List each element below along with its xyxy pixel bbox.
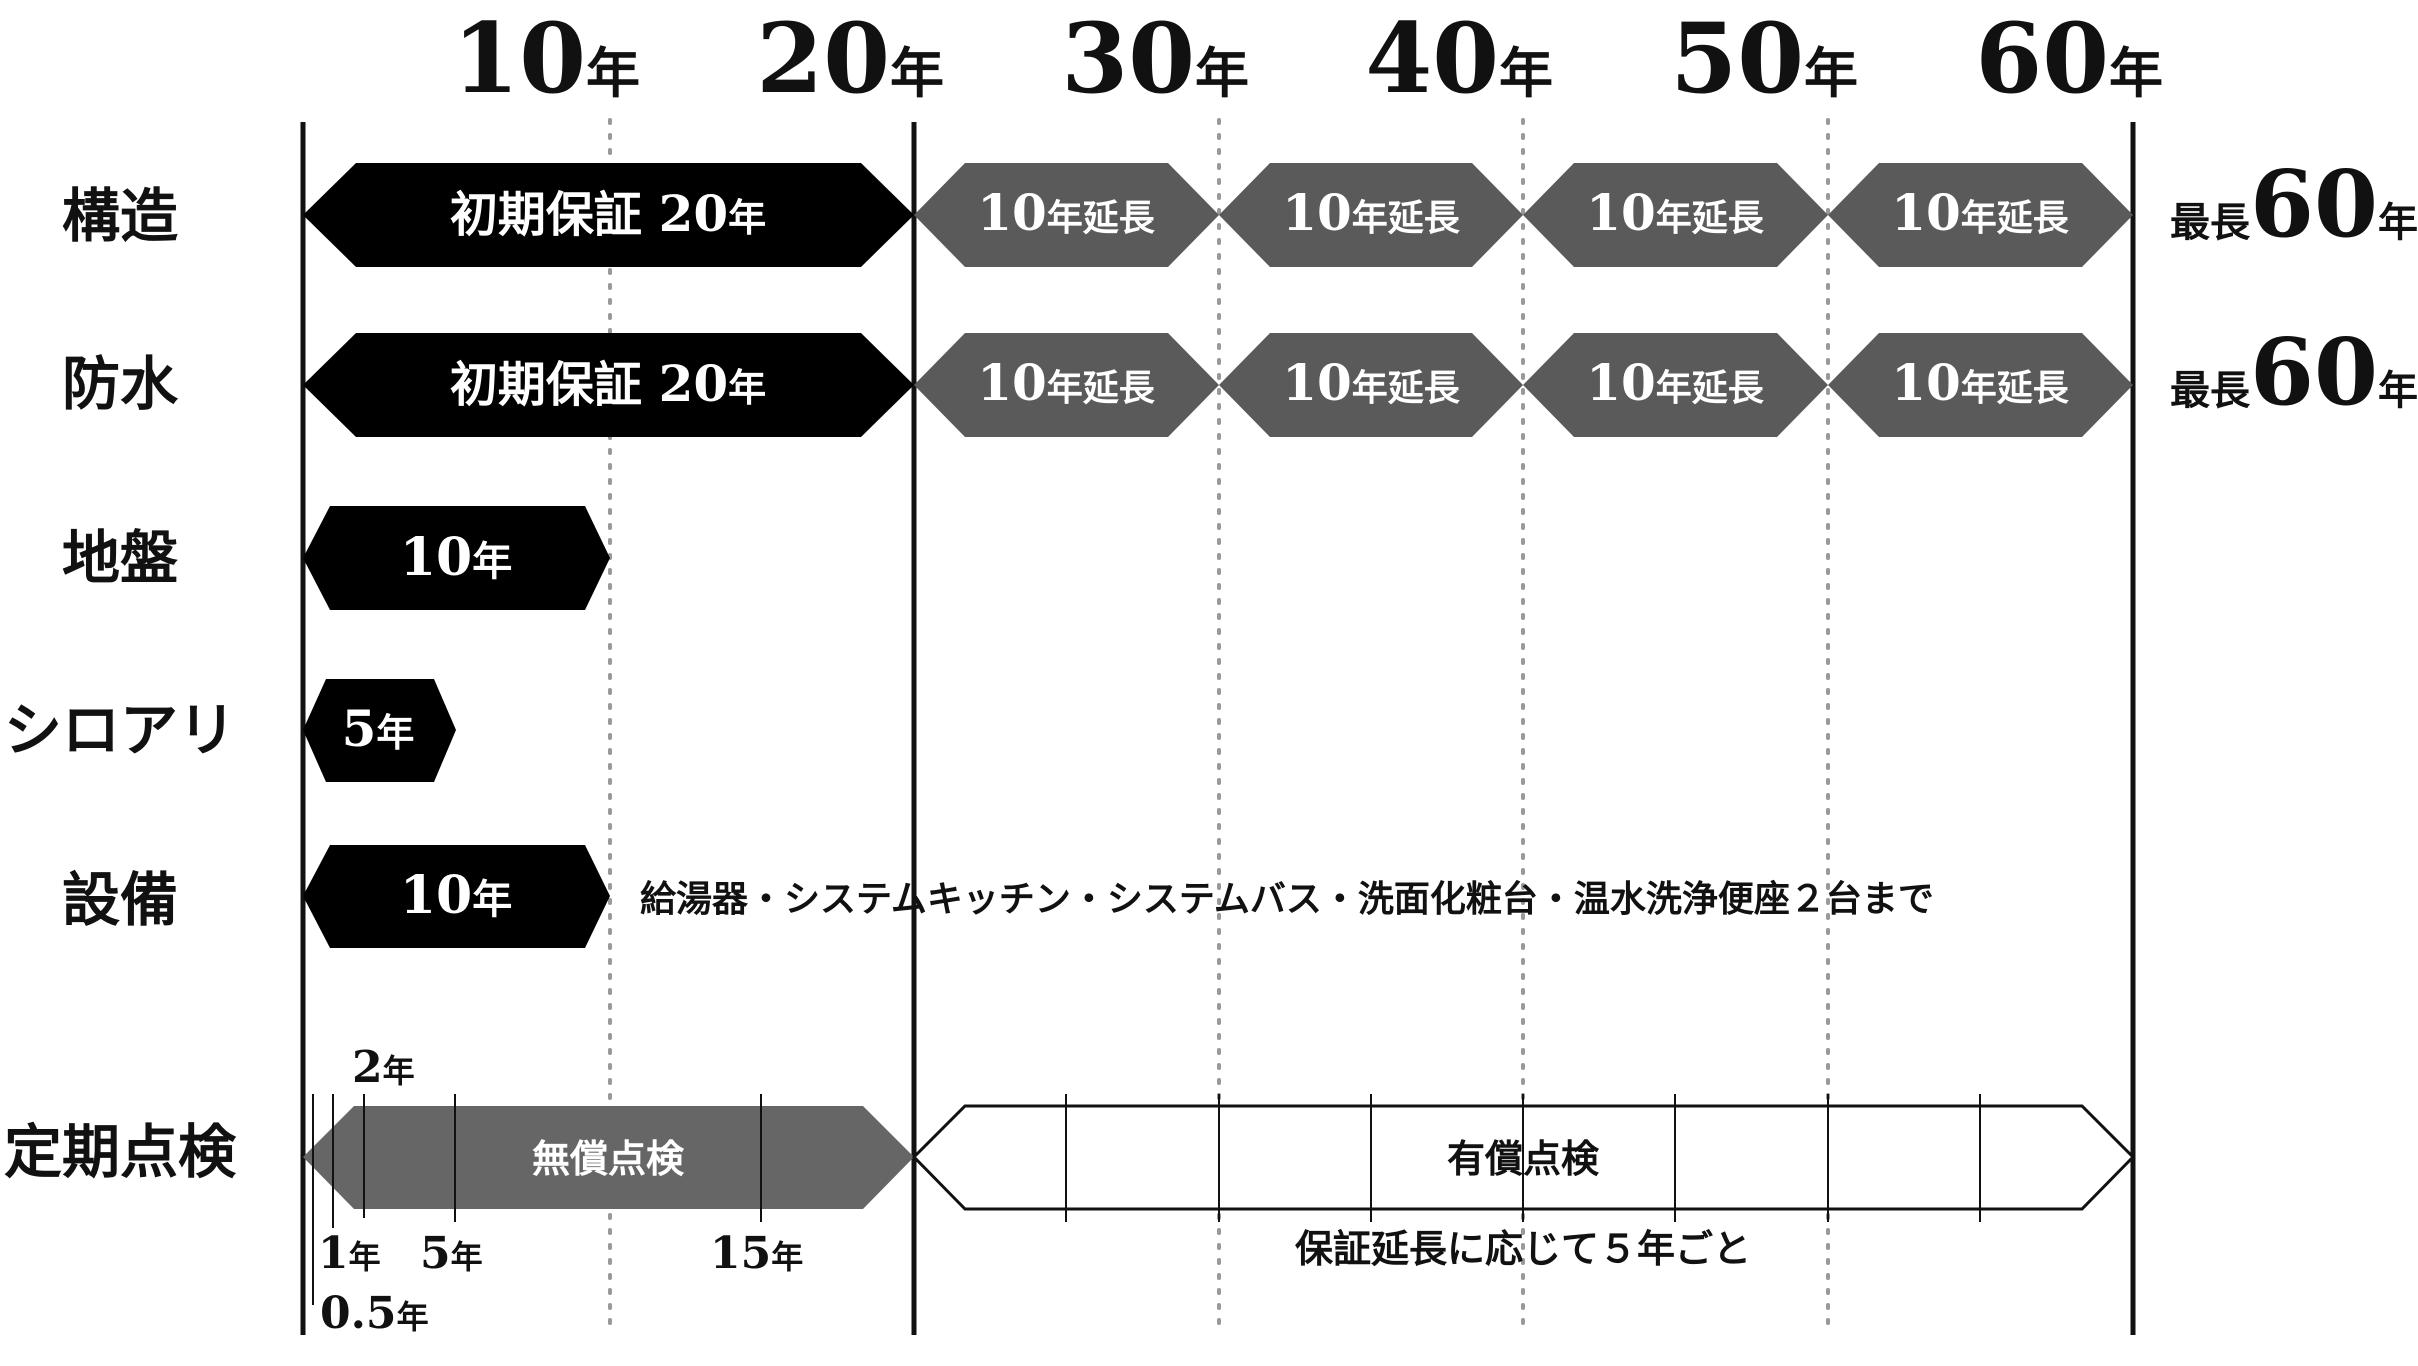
row-labels: 構造 防水 地盤 シロアリ 設備 定期点検 [4, 182, 237, 1186]
inspection-mark-5y: 5年 [420, 1228, 483, 1279]
extension-bar [1523, 163, 1828, 267]
axis-lines [300, 122, 2136, 1335]
max-term-label: 最長60年 [2170, 318, 2418, 426]
row-termite: 5年 [303, 679, 456, 782]
extension-bar [1219, 333, 1523, 437]
initial-warranty-text: 初期保証 20年 [450, 354, 766, 413]
axis-tick-40: 40年 [1365, 2, 1553, 115]
extension-text: 10年延長 [1891, 353, 2070, 412]
termite-warranty-text: 5年 [342, 699, 415, 758]
extension-text: 10年延長 [1282, 183, 1461, 242]
inspection-mark-1y: 1年 [318, 1228, 381, 1279]
row-waterproof: 初期保証 20年 10年延長 10年延長 10年延長 10年延長 最長60年 [303, 318, 2418, 437]
max-term-label: 最長60年 [2170, 150, 2418, 258]
row-label-structure: 構造 [62, 182, 178, 250]
row-inspection: 無償点検 有償点検 2年 1年 5年 15年 0.5年 保証延長に応じて５年ごと [303, 1042, 2136, 1339]
termite-warranty-bar [303, 679, 456, 782]
row-label-waterproof: 防水 [62, 350, 179, 418]
row-label-equipment: 設備 [62, 866, 178, 934]
axis-tick-20: 20年 [756, 2, 944, 115]
extension-bar [1219, 163, 1523, 267]
row-label-termite: シロアリ [4, 696, 236, 764]
extension-bar [1828, 163, 2133, 267]
row-equipment: 10年 給湯器・システムキッチン・システムバス・洗面化粧台・温水洗浄便座２台まで [303, 845, 1934, 948]
extension-bar [914, 163, 1219, 267]
extension-text: 10年延長 [1586, 183, 1765, 242]
paid-inspection-note: 保証延長に応じて５年ごと [1295, 1226, 1751, 1271]
axis-tick-labels: 10年 20年 30年 40年 50年 60年 [452, 2, 2163, 115]
extension-text: 10年延長 [977, 353, 1156, 412]
extension-bar [914, 333, 1219, 437]
axis-tick-60: 60年 [1975, 2, 2163, 115]
axis-tick-10: 10年 [452, 2, 640, 115]
free-inspection-label: 無償点検 [532, 1136, 685, 1181]
initial-warranty-bar [303, 163, 914, 267]
ground-warranty-bar [303, 506, 610, 610]
equipment-warranty-bar [303, 845, 610, 948]
extension-bar [1523, 333, 1828, 437]
extension-text: 10年延長 [1891, 183, 2070, 242]
inspection-mark-15y: 15年 [710, 1228, 803, 1279]
extension-text: 10年延長 [1282, 353, 1461, 412]
extension-text: 10年延長 [977, 183, 1156, 242]
row-structure: 初期保証 20年 10年延長 10年延長 10年延長 10年延長 最長60年 [303, 150, 2418, 267]
axis-tick-30: 30年 [1061, 2, 1249, 115]
inspection-mark-2y: 2年 [352, 1042, 415, 1093]
ground-warranty-text: 10年 [400, 527, 512, 588]
row-label-ground: 地盤 [62, 524, 178, 592]
extension-bar [1828, 333, 2133, 437]
row-ground: 10年 [303, 506, 610, 610]
equipment-note: 給湯器・システムキッチン・システムバス・洗面化粧台・温水洗浄便座２台まで [640, 878, 1934, 920]
axis-tick-50: 50年 [1670, 2, 1858, 115]
equipment-warranty-text: 10年 [400, 865, 512, 926]
inspection-mark-0-5y: 0.5年 [320, 1288, 429, 1339]
initial-warranty-bar [303, 333, 914, 437]
paid-inspection-label: 有償点検 [1447, 1136, 1600, 1181]
initial-warranty-text: 初期保証 20年 [450, 184, 766, 243]
row-label-inspection: 定期点検 [4, 1118, 237, 1186]
extension-text: 10年延長 [1586, 353, 1765, 412]
